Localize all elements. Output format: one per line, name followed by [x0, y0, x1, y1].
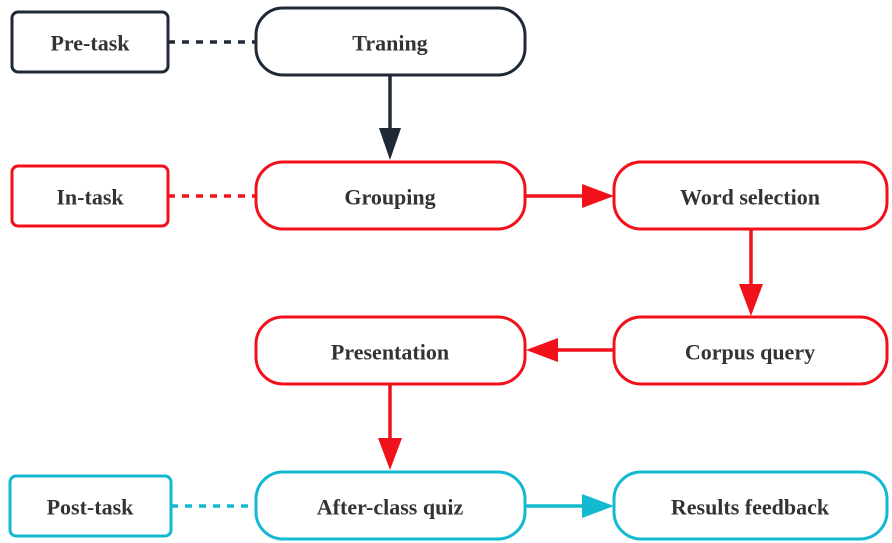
- pre-task-label-text: Pre-task: [50, 31, 130, 56]
- in-task-label: In-task: [10, 164, 170, 228]
- pre-task-label: Pre-task: [10, 10, 170, 74]
- step-grouping-text: Grouping: [344, 185, 435, 210]
- step-results-feedback-text: Results feedback: [671, 495, 830, 520]
- arrow-quiz-to-feedback-head: [582, 494, 614, 518]
- in-task-label-text: In-task: [56, 185, 124, 210]
- step-word-selection: Word selection: [612, 160, 889, 231]
- step-training: Traning: [254, 6, 527, 77]
- step-corpus-query-text: Corpus query: [685, 340, 815, 365]
- arrow-presentation-to-quiz-head: [378, 438, 402, 470]
- step-grouping: Grouping: [254, 160, 527, 231]
- arrow-word-selection-to-corpus-query-head: [739, 284, 763, 316]
- step-presentation: Presentation: [254, 315, 527, 386]
- step-word-selection-text: Word selection: [680, 185, 820, 210]
- arrow-corpus-query-to-presentation-head: [526, 338, 558, 362]
- step-after-class-quiz-text: After-class quiz: [317, 495, 464, 520]
- arrow-grouping-to-word-selection-head: [582, 184, 614, 208]
- step-results-feedback: Results feedback: [612, 470, 889, 541]
- step-after-class-quiz: After-class quiz: [254, 470, 527, 541]
- post-task-label-text: Post-task: [47, 495, 135, 520]
- step-presentation-text: Presentation: [331, 340, 449, 365]
- arrow-training-to-grouping-head: [379, 128, 401, 160]
- step-corpus-query: Corpus query: [612, 315, 889, 386]
- post-task-label: Post-task: [8, 474, 173, 538]
- step-training-text: Traning: [352, 31, 427, 56]
